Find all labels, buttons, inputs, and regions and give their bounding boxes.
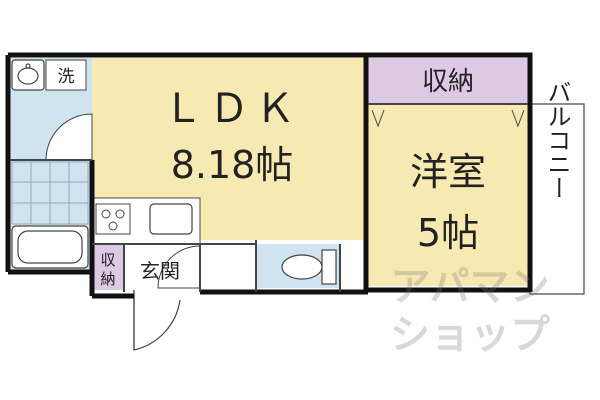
washer-label: 洗: [58, 67, 75, 87]
closet-entry: [92, 244, 124, 290]
entrance-door-swing: [157, 245, 201, 289]
stove-icon: [95, 203, 131, 235]
watermark-line1: アパマン: [390, 264, 549, 310]
toilet-icon: [281, 249, 337, 285]
ldk-name: ＬＤＫ: [163, 86, 301, 132]
room-western: [368, 104, 528, 286]
sink-icon: [149, 203, 193, 235]
ldk-size: 8.18帖: [171, 143, 294, 187]
closet-top-label: 収納: [422, 67, 474, 97]
closet-entry-label-1: 収: [100, 251, 115, 269]
closet-top: [368, 58, 528, 104]
watermark-line2: ショップ: [390, 312, 550, 358]
western-name: 洋室: [410, 150, 486, 194]
balcony-label: バルコニー: [543, 80, 571, 200]
front-door-swing: [133, 290, 181, 351]
western-size: 5帖: [417, 211, 479, 255]
entrance-label: 玄関: [140, 259, 180, 283]
bath-tile-grid: [11, 161, 89, 225]
room-ldk: [92, 58, 364, 198]
closet-door-marks: [371, 109, 525, 128]
walls: [5, 52, 533, 299]
closet-entry-label-2: 納: [100, 270, 115, 288]
washbasin-icon: [11, 59, 45, 91]
room-ldk-lower: [200, 198, 364, 240]
watermark-logo: アパマン ショップ: [390, 264, 550, 358]
bathtub-icon: [11, 225, 89, 269]
inner-walls: [10, 103, 528, 292]
washer-box: [45, 59, 87, 91]
